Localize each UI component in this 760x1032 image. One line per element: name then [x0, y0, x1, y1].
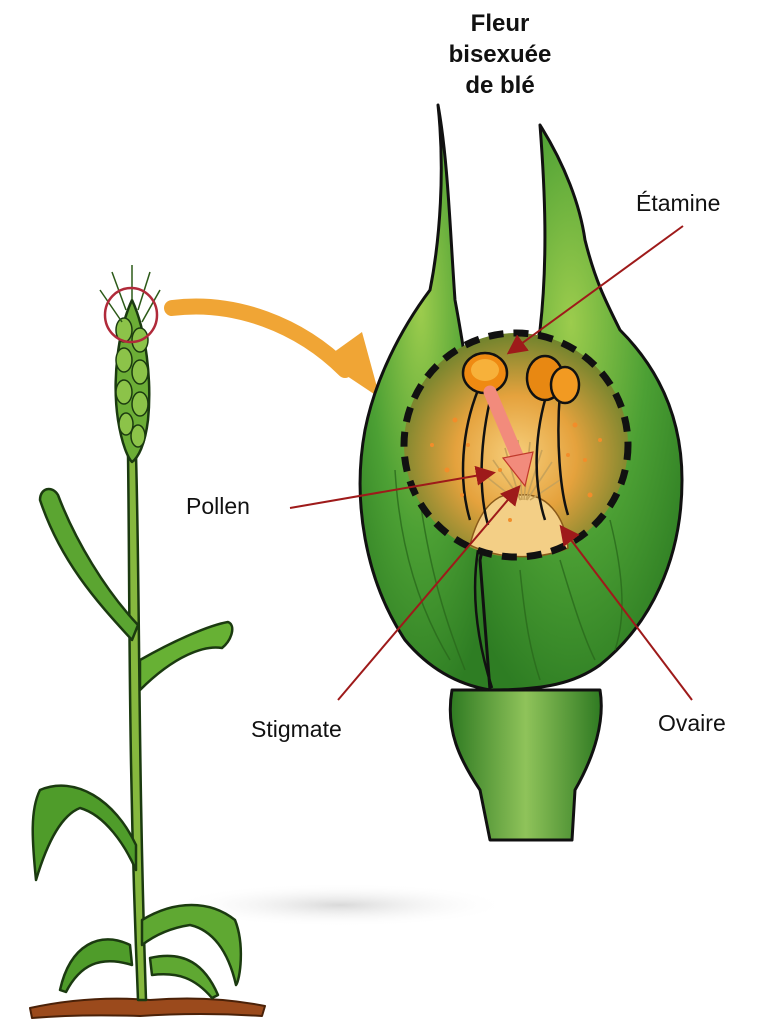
leaf	[33, 786, 136, 880]
label-ovary: Ovaire	[658, 712, 726, 735]
anther-right-2	[551, 367, 579, 403]
title-line-1: Fleur	[410, 8, 590, 39]
soil	[30, 998, 265, 1018]
label-stamen: Étamine	[636, 192, 720, 215]
leaf	[150, 956, 218, 998]
flower-interior	[404, 333, 628, 557]
title-line-3: de blé	[410, 70, 590, 101]
leaf	[40, 489, 138, 640]
transfer-arrow	[172, 307, 380, 398]
label-pollen: Pollen	[186, 495, 250, 518]
label-stigma: Stigmate	[251, 718, 342, 741]
leaf	[140, 622, 232, 690]
diagram-title: Fleur bisexuée de blé	[410, 8, 590, 101]
flower-pedicel	[450, 690, 601, 840]
title-line-2: bisexuée	[410, 39, 590, 70]
leaf	[60, 939, 132, 992]
